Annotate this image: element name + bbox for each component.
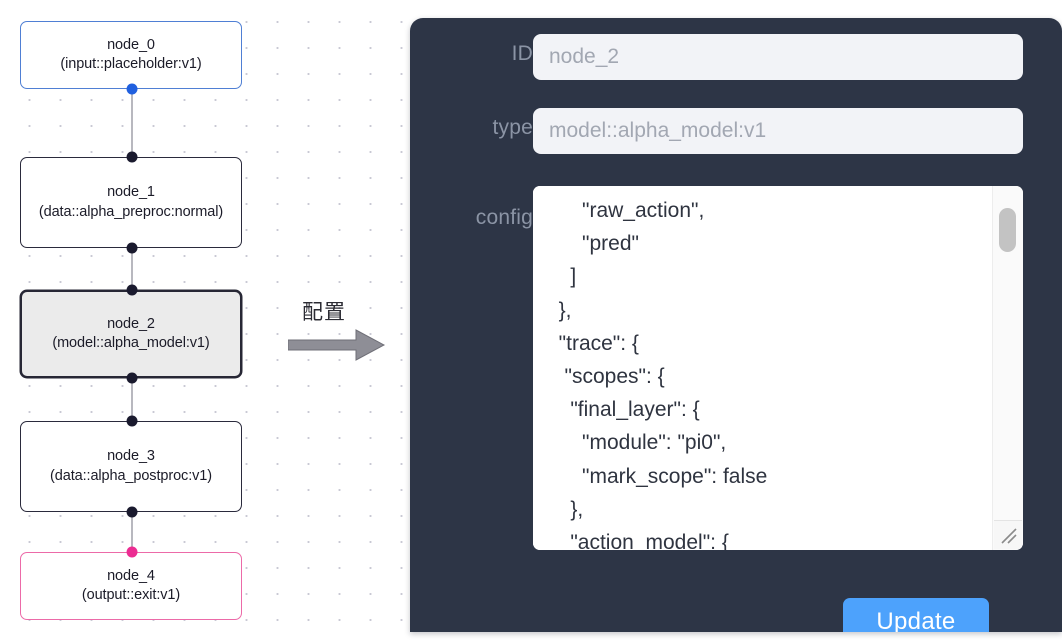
flow-arrow-label: 配置 — [302, 300, 346, 324]
node-title: node_2 — [107, 315, 155, 332]
graph-node-node_4[interactable]: node_4 (output::exit:v1) — [20, 552, 242, 620]
id-input[interactable] — [533, 34, 1023, 80]
config-editor[interactable]: "raw_action", "pred" ] }, "trace": { "sc… — [533, 186, 1023, 550]
node-subtitle: (model::alpha_model:v1) — [52, 335, 210, 351]
type-input[interactable] — [533, 108, 1023, 154]
edge-node1-node2 — [131, 248, 133, 290]
field-row-config: config "raw_action", "pred" ] }, "trace"… — [423, 186, 1023, 550]
edge-node3-node4 — [131, 512, 133, 552]
node_1-output-port[interactable] — [126, 242, 138, 254]
node-subtitle: (data::alpha_postproc:v1) — [50, 467, 212, 484]
node-title: node_1 — [107, 184, 155, 201]
node-subtitle: (data::alpha_preproc:normal) — [38, 203, 224, 220]
update-button[interactable]: Update — [843, 598, 989, 632]
node_2-output-port[interactable] — [126, 372, 138, 384]
config-scrollbar[interactable] — [992, 186, 1023, 550]
graph-node-node_1[interactable]: node_1 (data::alpha_preproc:normal) — [20, 157, 242, 248]
node-subtitle: (output::exit:v1) — [81, 587, 181, 603]
graph-node-node_2[interactable]: node_2 (model::alpha_model:v1) — [20, 290, 242, 378]
flow-arrow-group: 配置 — [288, 296, 398, 364]
right-arrow-icon — [288, 329, 386, 361]
node-inspector-panel: ID type config "raw_action", "pred" ] },… — [410, 18, 1062, 632]
node_3-output-port[interactable] — [126, 506, 138, 518]
config-field-label: config — [475, 206, 533, 229]
type-field-label: type — [492, 116, 533, 139]
graph-node-node_0[interactable]: node_0 (input::placeholder:v1) — [20, 21, 242, 89]
node_1-input-port[interactable] — [126, 151, 138, 163]
node-title: node_4 — [107, 567, 155, 584]
field-row-type: type — [423, 108, 1023, 154]
node-title: node_3 — [107, 448, 155, 465]
edge-node0-node1 — [131, 89, 133, 157]
node_0-output-port[interactable] — [126, 83, 138, 95]
node-graph-pane[interactable]: node_0 (input::placeholder:v1) node_1 (d… — [0, 0, 280, 643]
scrollbar-thumb[interactable] — [999, 208, 1016, 252]
graph-node-node_3[interactable]: node_3 (data::alpha_postproc:v1) — [20, 421, 242, 512]
id-field-label: ID — [511, 42, 533, 65]
node_2-input-port[interactable] — [126, 284, 138, 296]
node_3-input-port[interactable] — [126, 415, 138, 427]
node-subtitle: (input::placeholder:v1) — [60, 56, 202, 72]
node_4-input-port[interactable] — [126, 546, 138, 558]
field-row-id: ID — [423, 34, 1023, 80]
edge-node2-node3 — [131, 378, 133, 421]
resize-grip-icon[interactable] — [994, 520, 1022, 549]
node-title: node_0 — [107, 36, 155, 53]
config-textarea[interactable]: "raw_action", "pred" ] }, "trace": { "sc… — [533, 186, 993, 550]
